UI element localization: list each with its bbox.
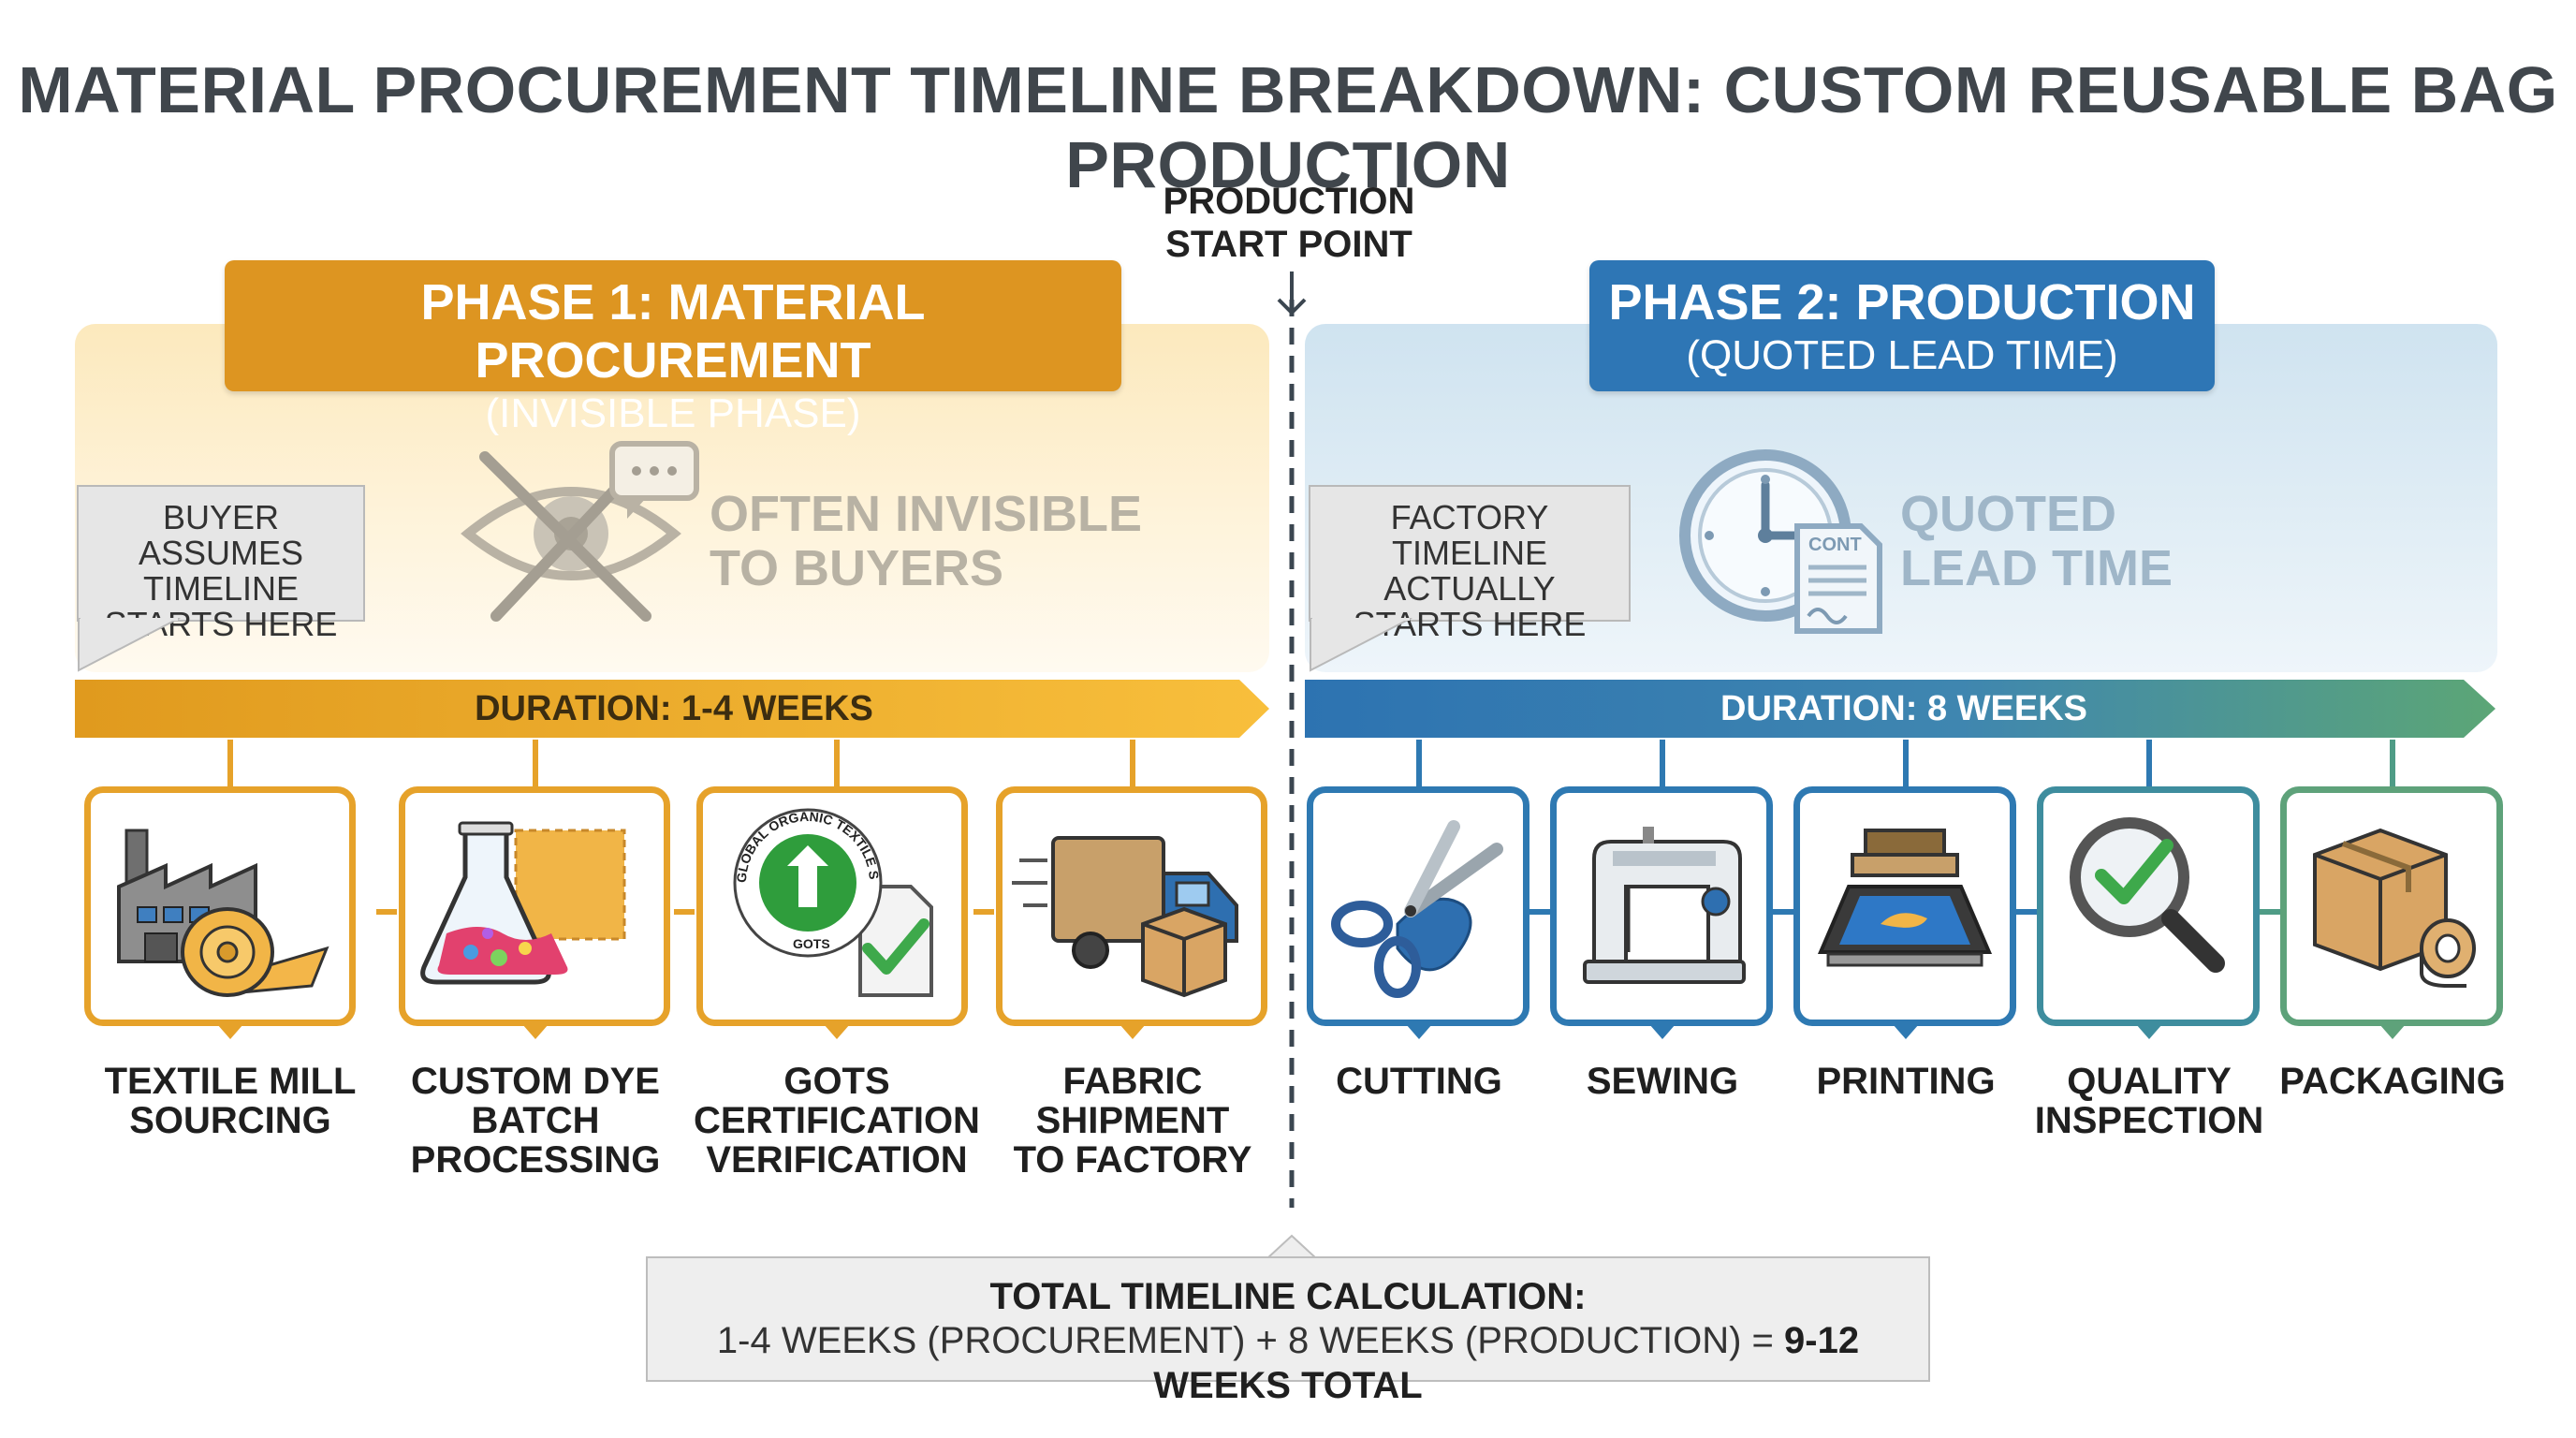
box-icon xyxy=(2313,828,2476,988)
step-fabric-shipment-box xyxy=(996,786,1267,1026)
step-packaging-box xyxy=(2280,786,2503,1026)
buyer-callout: BUYER ASSUMES TIMELINE STARTS HERE xyxy=(77,485,365,642)
phase1-title: PHASE 1: MATERIAL PROCUREMENT xyxy=(420,274,926,389)
sewing-machine-icon xyxy=(1583,827,1746,984)
page-title: MATERIAL PROCUREMENT TIMELINE BREAKDOWN:… xyxy=(18,53,2558,201)
quoted-lead-time-text: QUOTED LEAD TIME xyxy=(1900,486,2173,596)
phase2-subtitle: (QUOTED LEAD TIME) xyxy=(1686,332,2118,378)
magnifier-check-icon xyxy=(2070,817,2225,973)
svg-text:CONT: CONT xyxy=(1808,535,1862,555)
phase2-title: PHASE 2: PRODUCTION xyxy=(1608,274,2196,330)
phase1-duration-label: DURATION: 1-4 WEEKS xyxy=(475,689,873,728)
step-label-printing: PRINTING xyxy=(1816,1061,1996,1102)
truck-icon xyxy=(1012,836,1238,998)
often-invisible-text: OFTEN INVISIBLE TO BUYERS xyxy=(710,486,1143,596)
contract-icon: CONT xyxy=(1794,523,1882,634)
production-start-divider xyxy=(1277,271,1307,1208)
phase2-duration-label: DURATION: 8 WEEKS xyxy=(1720,689,2087,728)
step-quality-box xyxy=(2037,786,2260,1026)
step-textile-mill-box xyxy=(84,786,356,1026)
phase1-duration-arrow xyxy=(75,680,1269,738)
speech-bubble-icon xyxy=(609,441,699,519)
scissors-icon xyxy=(1331,820,1503,998)
step-label-gots: GOTS CERTIFICATION VERIFICATION xyxy=(694,1061,980,1181)
step-sewing-box xyxy=(1550,786,1773,1026)
phase1-header: PHASE 1: MATERIAL PROCUREMENT (INVISIBLE… xyxy=(225,260,1121,436)
production-start-label: PRODUCTION START POINT xyxy=(1163,181,1415,265)
phase2-duration-arrow xyxy=(1305,680,2496,738)
step-label-fabric-shipment: FABRIC SHIPMENT TO FACTORY xyxy=(1013,1061,1252,1181)
step-label-quality: QUALITY INSPECTION xyxy=(2034,1061,2264,1141)
step-label-packaging: PACKAGING xyxy=(2279,1061,2506,1102)
gots-seal-bottom-text: GOTS xyxy=(793,936,830,951)
total-formula: 1-4 WEEKS (PROCUREMENT) + 8 WEEKS (PRODU… xyxy=(716,1320,1860,1406)
step-label-sewing: SEWING xyxy=(1586,1061,1739,1102)
factory-icon xyxy=(117,829,329,997)
eye-crossed-icon xyxy=(461,451,681,622)
step-printing-box xyxy=(1793,786,2016,1026)
step-label-cutting: CUTTING xyxy=(1336,1061,1502,1102)
total-timeline-box: TOTAL TIMELINE CALCULATION: 1-4 WEEKS (P… xyxy=(646,1256,1930,1406)
step-label-custom-dye: CUSTOM DYE BATCH PROCESSING xyxy=(410,1061,661,1181)
phase1-subtitle: (INVISIBLE PHASE) xyxy=(485,390,861,436)
total-result: 9-12 WEEKS TOTAL xyxy=(1153,1320,1860,1406)
step-cutting-box xyxy=(1307,786,1530,1026)
gots-seal-icon: GLOBAL ORGANIC TEXTILE STANDARD GOTS xyxy=(698,781,933,997)
phase2-header: PHASE 2: PRODUCTION (QUOTED LEAD TIME) xyxy=(1589,260,2215,391)
total-title: TOTAL TIMELINE CALCULATION: xyxy=(989,1276,1587,1317)
screen-printing-icon xyxy=(1817,829,1993,967)
step-gots-box: GLOBAL ORGANIC TEXTILE STANDARD GOTS xyxy=(696,781,968,1026)
factory-callout: FACTORY TIMELINE ACTUALLY STARTS HERE xyxy=(1309,485,1631,642)
flask-icon xyxy=(420,821,626,985)
step-custom-dye-box xyxy=(399,786,670,1026)
factory-callout-tail xyxy=(1310,618,1412,672)
box-pointers xyxy=(217,1024,2406,1039)
step-label-textile-mill: TEXTILE MILL SOURCING xyxy=(104,1061,357,1141)
buyer-callout-tail xyxy=(78,618,181,672)
